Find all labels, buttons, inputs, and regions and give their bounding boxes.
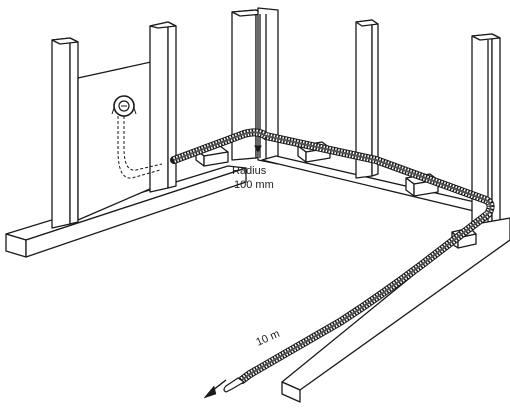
radius-marker [254, 138, 262, 154]
stud-front-right [471, 33, 501, 231]
length-label: 10 m [254, 328, 281, 349]
stud-left-middle [149, 21, 177, 193]
outlet-box [111, 95, 137, 117]
conduit-hose [170, 128, 495, 384]
right-sill-plate [281, 217, 510, 403]
corner-stud [231, 7, 279, 165]
radius-label-line1: Radius [232, 165, 267, 177]
direction-arrow [203, 379, 227, 399]
radius-label-line2: 100 mm [234, 179, 274, 191]
stud-left-far [51, 37, 79, 229]
cable-end [223, 377, 246, 393]
hidden-conduit [117, 116, 163, 179]
stud-back-right [355, 19, 379, 179]
